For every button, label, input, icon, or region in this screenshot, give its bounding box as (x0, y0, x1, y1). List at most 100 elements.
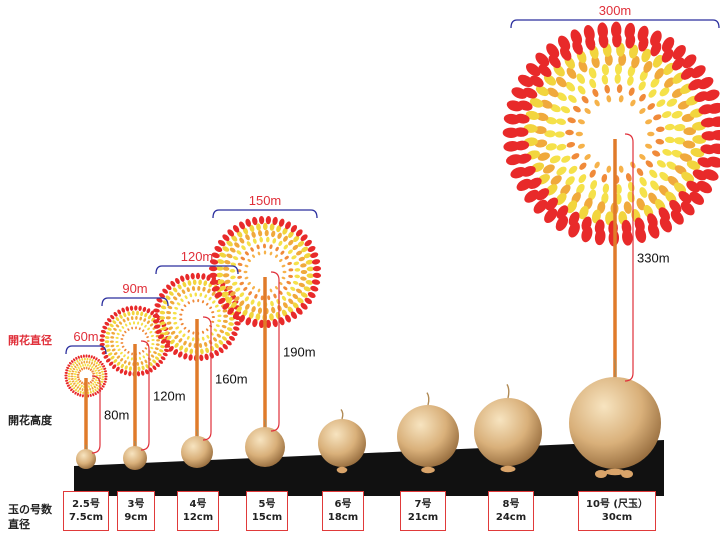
burst-star (274, 254, 279, 258)
burst-star (680, 67, 695, 80)
shell-lift-charge (421, 466, 435, 474)
burst-star (166, 335, 172, 341)
burst-star (92, 372, 96, 375)
burst-star (75, 356, 78, 360)
burst-star (79, 390, 82, 394)
shell-fuse (263, 418, 267, 428)
burst-star (179, 313, 183, 316)
burst-star (306, 266, 315, 272)
burst-star (115, 317, 120, 322)
burst-star (74, 370, 78, 373)
burst-star (97, 363, 101, 366)
burst-star (110, 355, 115, 360)
burst-star (286, 280, 291, 285)
burst-star (128, 370, 132, 377)
burst-star (222, 309, 228, 313)
burst-star (710, 116, 720, 127)
burst-star (89, 364, 92, 368)
burst-star (144, 369, 149, 375)
burst-star (278, 240, 283, 247)
burst-star (601, 192, 609, 204)
burst-star (89, 358, 92, 361)
burst-star (89, 368, 93, 371)
burst-star (79, 387, 82, 391)
burst-star (283, 235, 288, 242)
burst-star (145, 364, 149, 369)
shell-size-box-8: 8号 24cm (488, 491, 534, 531)
shell-number: 8号 (502, 499, 520, 510)
shell-fuse (426, 392, 430, 406)
burst-star (262, 222, 268, 231)
burst-star (124, 365, 128, 370)
burst-star (67, 372, 71, 375)
burst-star (103, 380, 107, 383)
burst-star (91, 379, 94, 382)
burst-star (88, 385, 90, 389)
burst-star (244, 276, 249, 280)
burst-star (549, 155, 561, 164)
shell-lift-charge (500, 465, 516, 473)
burst-star (119, 314, 123, 319)
burst-star (183, 353, 188, 360)
burst-star (144, 312, 148, 318)
bloom-diameter-value: 300m (599, 3, 632, 18)
burst-star (81, 394, 84, 398)
burst-star (94, 365, 98, 368)
burst-star (639, 177, 647, 187)
burst-star (102, 325, 108, 330)
burst-star (266, 236, 270, 243)
burst-star (636, 168, 644, 176)
burst-star (127, 311, 131, 316)
burst-star (584, 154, 591, 160)
burst-star (160, 338, 167, 344)
burst-star (92, 363, 96, 366)
burst-star (191, 337, 195, 342)
burst-star (195, 272, 201, 280)
shell-diameter: 21cm (407, 512, 439, 523)
burst-star (257, 307, 263, 314)
burst-star (204, 294, 208, 299)
bloom-height-value: 330m (637, 251, 670, 266)
burst-star (622, 229, 633, 246)
burst-star (533, 199, 548, 214)
shell-number: 10号 (尺玉） (586, 499, 648, 510)
shell-diameter: 12cm (182, 512, 214, 523)
burst-star (246, 241, 251, 247)
firework-bursts (64, 21, 720, 398)
burst-star (581, 225, 593, 243)
burst-star (312, 265, 322, 272)
burst-star (272, 238, 277, 244)
burst-star (597, 22, 608, 39)
burst-star (136, 371, 141, 377)
burst-star (155, 343, 160, 346)
burst-star (565, 176, 575, 186)
burst-star (121, 307, 126, 313)
burst-star (247, 258, 251, 263)
burst-star (107, 327, 112, 331)
burst-star (215, 324, 220, 328)
burst-star (64, 374, 68, 377)
burst-star (93, 385, 96, 389)
burst-star (152, 365, 157, 371)
burst-star (575, 131, 583, 137)
burst-star (280, 250, 285, 255)
burst-star (300, 269, 308, 275)
burst-star (290, 224, 298, 233)
burst-star (662, 149, 672, 156)
burst-star (544, 130, 556, 138)
burst-star (300, 302, 308, 310)
burst-star (81, 388, 84, 392)
burst-star (265, 215, 272, 225)
burst-star (66, 366, 70, 370)
burst-star (689, 191, 704, 205)
burst-star (303, 286, 311, 292)
burst-star (71, 370, 75, 373)
burst-star (145, 353, 149, 356)
burst-star (287, 261, 292, 266)
burst-star (281, 309, 288, 317)
burst-star (137, 366, 141, 372)
burst-star (74, 384, 78, 387)
burst-star (178, 351, 183, 358)
burst-star (72, 386, 76, 390)
burst-star (77, 378, 81, 381)
